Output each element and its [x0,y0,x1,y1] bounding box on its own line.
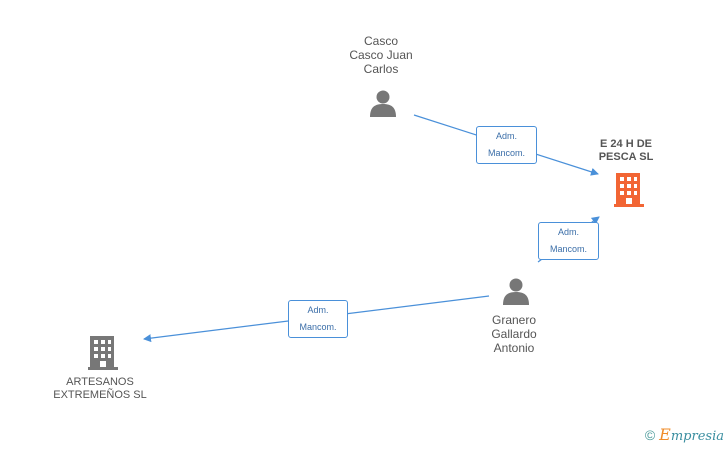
label-line: Casco [363,34,398,48]
person-icon[interactable] [370,90,396,118]
label-line: Casco Juan [349,48,413,62]
label-line: Granero [491,313,537,327]
building-icon[interactable] [614,173,644,207]
edge-label[interactable]: Adm. Mancom. [476,126,537,164]
footer-brand: ©Empresia [645,425,724,444]
edge-label-line: Mancom. [549,244,587,254]
node-label-e24[interactable]: E 24 H DE PESCA SL [576,138,676,164]
edge-label-line: Adm. [557,227,579,237]
label-line: Carlos [363,62,399,76]
edge-label[interactable]: Adm. Mancom. [288,300,348,338]
node-label-artesanos[interactable]: ARTESANOS EXTREMEÑOS SL [40,376,160,402]
label-line: EXTREMEÑOS SL [53,389,147,401]
building-icon[interactable] [88,336,118,370]
edge-label-line: Mancom. [299,322,337,332]
copyright-symbol: © [644,427,656,443]
node-label-granero[interactable]: Granero Gallardo Antonio [466,313,562,355]
label-line: E 24 H DE [600,138,652,150]
brand-logo-initial: E [659,425,671,444]
edge-label-line: Adm. [307,305,329,315]
brand-logo-text: mpresia [670,429,724,444]
edge-label[interactable]: Adm. Mancom. [538,222,599,260]
label-line: Antonio [493,341,535,355]
node-label-casco[interactable]: Casco Casco Juan Carlos [330,34,432,76]
edge-label-line: Adm. [495,131,517,141]
label-line: ARTESANOS [66,376,134,388]
label-line: PESCA SL [598,151,654,163]
person-icon[interactable] [503,278,529,306]
edge-label-line: Mancom. [487,148,525,158]
label-line: Gallardo [491,327,537,341]
